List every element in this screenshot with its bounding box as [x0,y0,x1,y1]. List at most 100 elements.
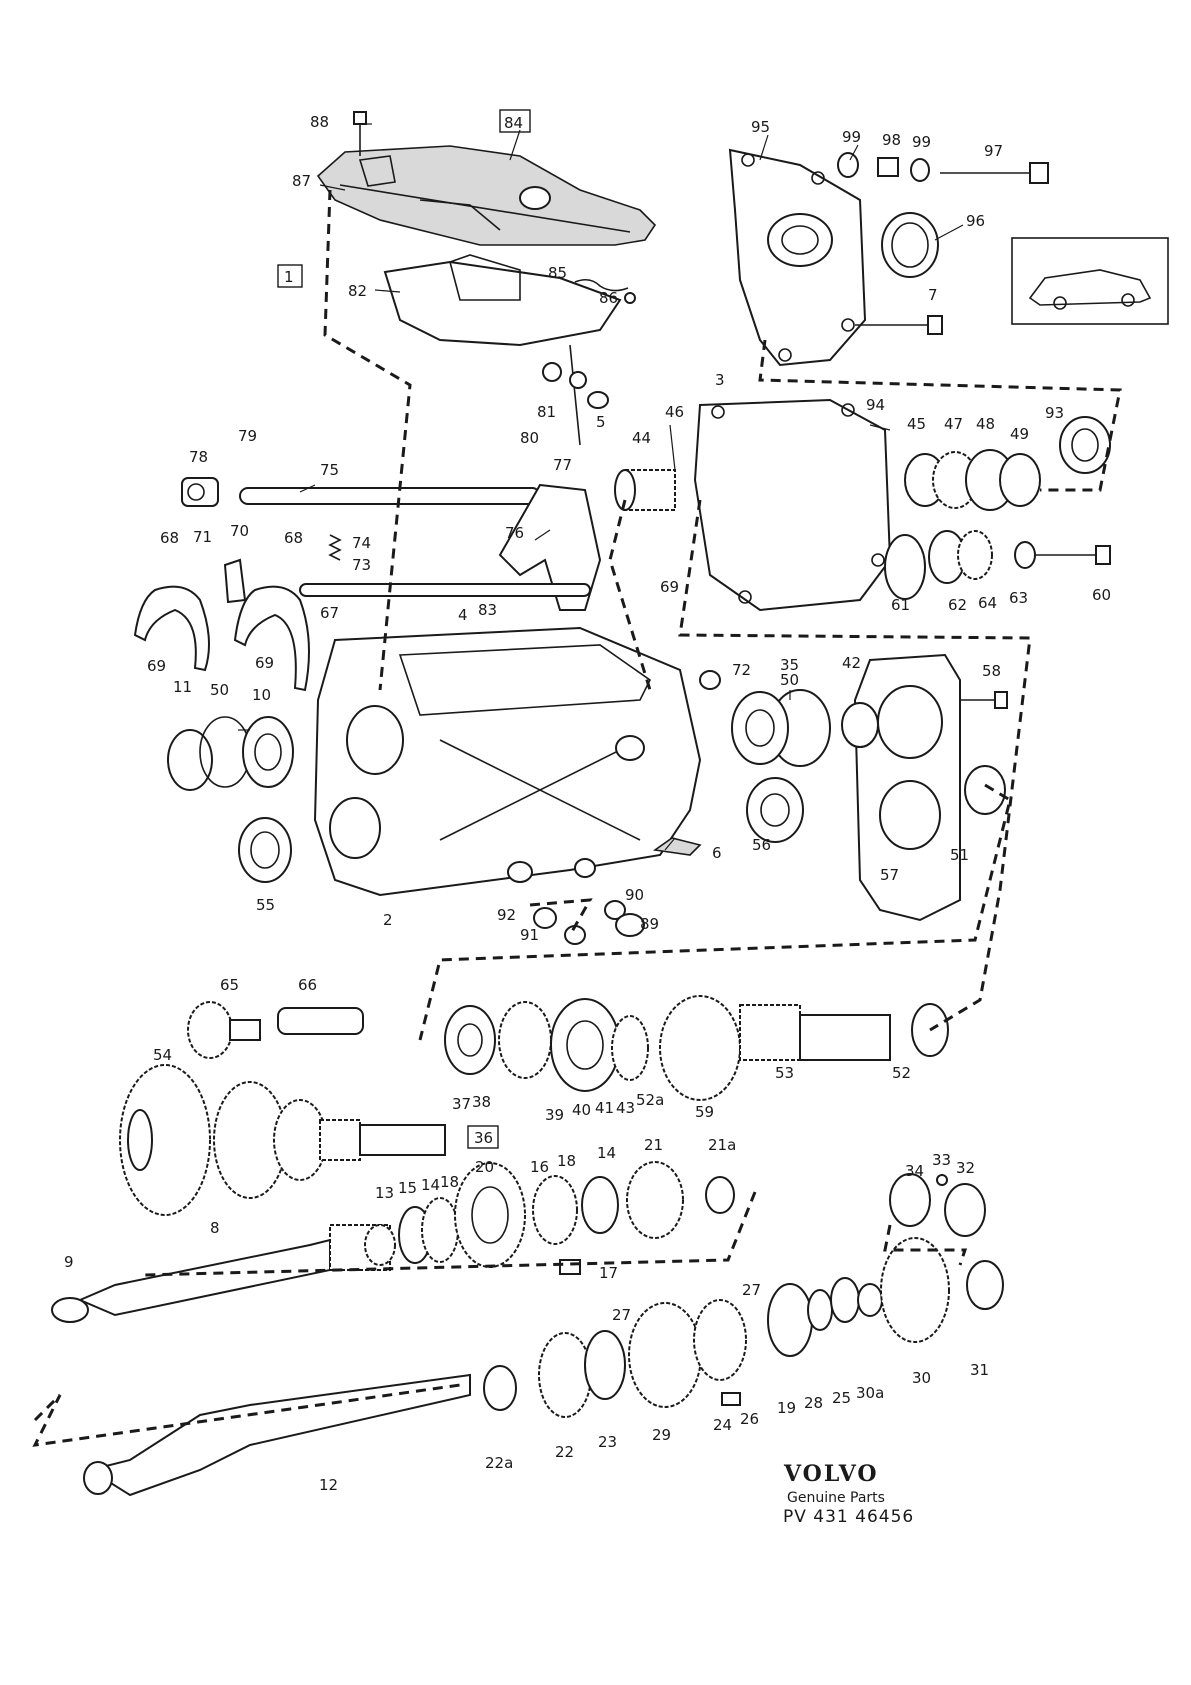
callout-30a: 30a [856,1384,884,1402]
callout-93: 93 [1045,404,1064,422]
callout-80: 80 [520,429,539,447]
callout-12: 12 [319,1476,338,1494]
callout-82: 82 [348,282,367,300]
callout-14a: 14 [421,1176,440,1194]
brand-part-code: PV 431 46456 [783,1507,915,1527]
callout-36: 36 [474,1129,493,1147]
callout-53: 53 [775,1064,794,1082]
callout-92: 92 [497,906,516,924]
callout-34: 34 [905,1162,924,1180]
callout-50a: 50 [210,681,229,699]
assembly-lines [32,189,1122,1447]
leader-lines [238,123,964,851]
callout-70: 70 [230,522,249,540]
callout-4: 4 [458,606,468,624]
callout-21: 21 [644,1136,663,1154]
callout-85: 85 [548,264,567,282]
callout-99b: 99 [912,133,931,151]
intermediate-plate-assembly [699,653,1008,922]
callout-54: 54 [153,1046,172,1064]
callout-87: 87 [292,172,311,190]
callout-20: 20 [475,1158,494,1176]
callout-52: 52 [892,1064,911,1082]
callout-38: 38 [472,1093,491,1111]
callout-14b: 14 [597,1144,616,1162]
main-shaft-assembly [83,1173,1004,1497]
callout-1: 1 [284,268,294,286]
callout-96: 96 [966,212,985,230]
callout-40: 40 [572,1101,591,1119]
callout-52a: 52a [636,1091,664,1109]
callout-35: 35 [780,656,799,674]
callout-44: 44 [632,429,651,447]
callout-67: 67 [320,604,339,622]
callout-77: 77 [553,456,572,474]
callout-66: 66 [298,976,317,994]
callout-32: 32 [956,1159,975,1177]
callout-57: 57 [880,866,899,884]
countershaft-assembly [119,1064,446,1216]
brand-name: VOLVO [784,1461,879,1487]
callout-6: 6 [712,844,722,862]
callout-42: 42 [842,654,861,672]
callout-65: 65 [220,976,239,994]
callout-56: 56 [752,836,771,854]
callout-97: 97 [984,142,1003,160]
callout-10: 10 [252,686,271,704]
callout-84: 84 [504,114,523,132]
callout-29: 29 [652,1426,671,1444]
callout-30: 30 [912,1369,931,1387]
callout-31: 31 [970,1361,989,1379]
callout-72: 72 [732,661,751,679]
callout-51: 51 [950,846,969,864]
top-cover [316,145,657,246]
car-thumbnail [1011,237,1169,325]
callout-68b: 68 [284,529,303,547]
callout-11: 11 [173,678,192,696]
callout-99a: 99 [842,128,861,146]
callout-47: 47 [944,415,963,433]
callout-63: 63 [1009,589,1028,607]
callout-21a: 21a [708,1136,736,1154]
callout-27b: 27 [742,1281,761,1299]
callout-37: 37 [452,1095,471,1113]
callout-28: 28 [804,1394,823,1412]
callout-16: 16 [530,1158,549,1176]
rear-housing-assembly [614,398,1111,612]
callout-boxes [277,109,531,1149]
callout-39: 39 [545,1106,564,1124]
callout-69c: 69 [660,578,679,596]
callout-3: 3 [715,371,725,389]
main-case [313,626,702,897]
rear-housing [693,398,892,612]
callout-69b: 69 [255,654,274,672]
callout-45: 45 [907,415,926,433]
output-gear-group [187,995,949,1101]
callout-48: 48 [976,415,995,433]
callout-73: 73 [352,556,371,574]
callout-89: 89 [640,915,659,933]
callout-86: 86 [599,289,618,307]
callout-26: 26 [740,1410,759,1428]
main-case-assembly [167,626,702,945]
callout-79: 79 [238,427,257,445]
callout-18b: 18 [557,1152,576,1170]
callout-labels: 1 2 3 4 5 6 7 8 9 10 11 12 13 14 14 15 1… [64,113,1111,1494]
callout-19: 19 [777,1399,796,1417]
callout-83: 83 [478,601,497,619]
callout-24: 24 [713,1416,732,1434]
callout-43: 43 [616,1099,635,1117]
gasket [383,260,622,347]
callout-98: 98 [882,131,901,149]
callout-68a: 68 [160,529,179,547]
callout-60: 60 [1092,586,1111,604]
callout-95: 95 [751,118,770,136]
rear-cover-assembly [728,148,1049,367]
selector-rail [239,487,541,505]
callout-22a: 22a [485,1454,513,1472]
callout-59: 59 [695,1103,714,1121]
callout-78: 78 [189,448,208,466]
callout-41: 41 [595,1099,614,1117]
callout-55: 55 [256,896,275,914]
